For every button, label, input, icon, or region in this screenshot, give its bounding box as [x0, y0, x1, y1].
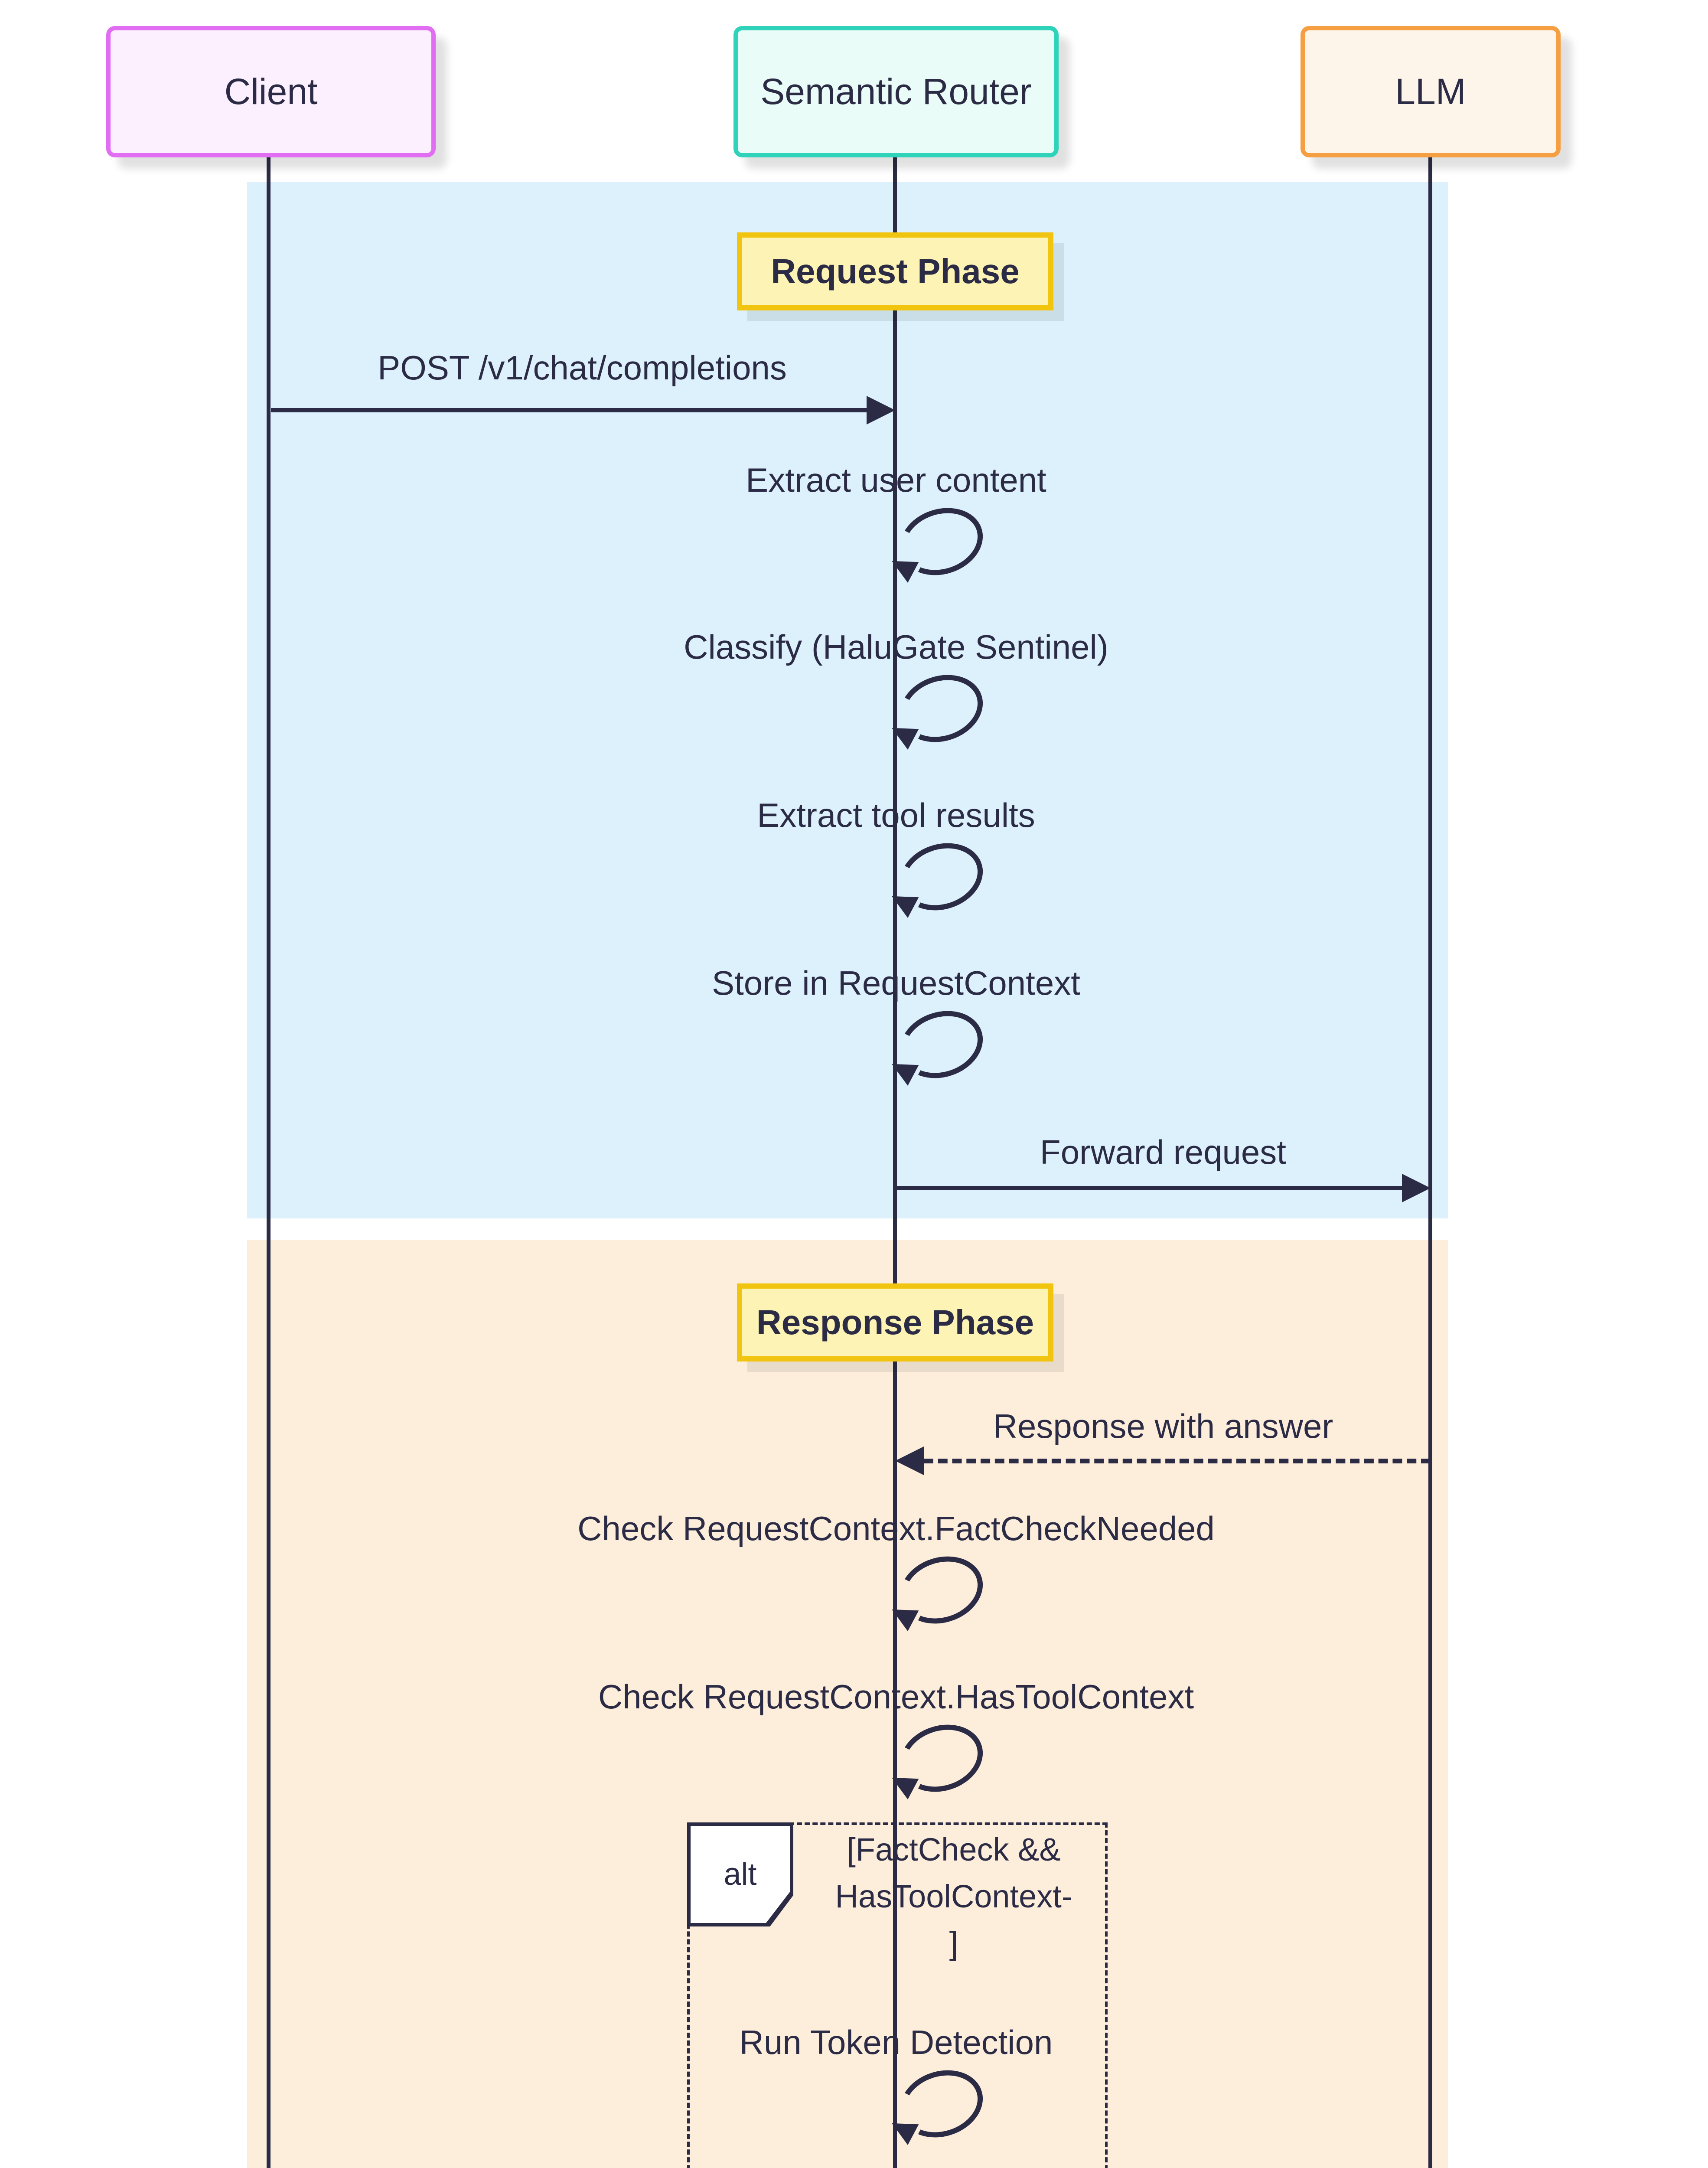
self-loop-arrow: [886, 833, 1000, 921]
actor-router-label: Semantic Router: [760, 71, 1032, 112]
self-loop-arrow: [886, 1714, 1000, 1802]
alt-label-badge: alt: [687, 1822, 793, 1926]
actor-llm-label: LLM: [1395, 71, 1466, 112]
msg-forward: Forward request: [1040, 1133, 1286, 1171]
msg-run-token: Run Token Detection: [739, 2023, 1053, 2061]
msg-check-hastool: Check RequestContext.HasToolContext: [598, 1678, 1194, 1716]
msg-forward-arrow: [895, 1186, 1403, 1190]
request-phase-label: Request Phase: [737, 232, 1053, 310]
actor-llm-top: LLM: [1301, 26, 1561, 157]
actor-router-top: Semantic Router: [733, 26, 1059, 157]
msg-store-context: Store in RequestContext: [712, 964, 1080, 1002]
msg-classify: Classify (HaluGate Sentinel): [684, 628, 1108, 666]
request-phase-text: Request Phase: [771, 252, 1020, 291]
alt-condition-tool: [FactCheck && HasToolContext- ]: [835, 1826, 1072, 1967]
self-loop-arrow: [886, 2060, 1000, 2148]
self-loop-arrow: [886, 497, 1000, 586]
router-lifeline: [893, 157, 897, 2168]
alt-label-text: alt: [691, 1826, 790, 1923]
response-phase-label: Response Phase: [737, 1283, 1053, 1362]
actor-client-top: Client: [106, 26, 436, 157]
msg-response-answer-arrowhead-icon: [895, 1446, 924, 1475]
response-phase-section: [247, 1240, 1448, 2168]
alt-condition-tool-line2: HasToolContext-: [835, 1878, 1072, 1914]
llm-lifeline: [1428, 157, 1432, 2168]
alt-condition-tool-line3: ]: [949, 1925, 958, 1961]
alt-fragment-frame: [687, 1822, 1108, 2168]
self-loop-arrow: [886, 1000, 1000, 1089]
msg-extract-tool: Extract tool results: [757, 796, 1035, 834]
msg-response-answer-arrow: [924, 1459, 1431, 1463]
response-phase-text: Response Phase: [756, 1303, 1034, 1342]
request-phase-section: [247, 182, 1448, 1218]
client-lifeline: [267, 157, 271, 2168]
msg-forward-arrowhead-icon: [1402, 1174, 1431, 1202]
msg-post-arrowhead-icon: [867, 396, 895, 424]
msg-post: POST /v1/chat/completions: [378, 349, 787, 387]
self-loop-arrow: [886, 1546, 1000, 1634]
msg-response-answer: Response with answer: [993, 1407, 1333, 1445]
self-loop-arrow: [886, 664, 1000, 753]
msg-post-arrow: [271, 408, 867, 412]
alt-condition-tool-line1: [FactCheck &&: [847, 1832, 1061, 1868]
msg-extract-user: Extract user content: [746, 461, 1046, 499]
msg-check-factcheck: Check RequestContext.FactCheckNeeded: [577, 1509, 1215, 1548]
actor-client-label: Client: [224, 71, 318, 112]
